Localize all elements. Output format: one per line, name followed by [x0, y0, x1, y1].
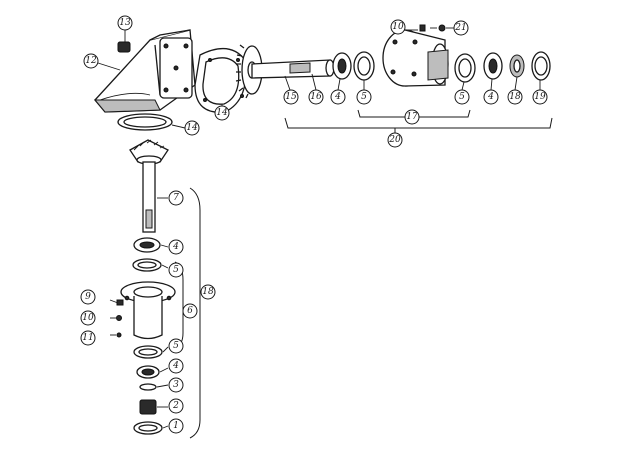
callout-3: 3 [168, 377, 184, 393]
callout-label: 4 [334, 92, 341, 102]
callout-label: 4 [172, 242, 179, 252]
callout-5-h2: 5 [454, 89, 470, 105]
callout-5-h1: 5 [356, 89, 372, 105]
callout-16: 16 [308, 89, 324, 105]
sleeve-2 [139, 399, 157, 415]
callout-15: 15 [283, 89, 299, 105]
bracket-8 [189, 187, 201, 439]
callout-label: 15 [285, 92, 297, 102]
callout-7: 7 [168, 190, 184, 206]
callout-label: 10 [392, 22, 404, 32]
bracket-20 [284, 117, 553, 133]
callout-label: 13 [119, 18, 131, 28]
small-fasteners [109, 299, 124, 338]
callout-10-top: 10 [390, 19, 406, 35]
gearbox-housing [93, 29, 196, 113]
callout-label: 16 [310, 92, 322, 102]
callout-label: 3 [173, 380, 179, 390]
bearing-cone-v1 [133, 237, 161, 253]
callout-19: 19 [532, 89, 548, 105]
seal-1-bottom [133, 421, 163, 435]
bearing-cup-v1 [132, 258, 162, 272]
gasket-lower [117, 113, 173, 131]
callout-label: 5 [361, 92, 367, 102]
callout-label: 20 [388, 135, 401, 145]
callout-label: 18 [202, 287, 214, 297]
callout-17: 17 [404, 109, 420, 125]
callout-label: 5 [173, 341, 179, 351]
callout-label: 5 [173, 265, 179, 275]
callout-label: 17 [406, 112, 418, 122]
callout-label: 14 [186, 123, 198, 133]
callout-label: 18 [509, 92, 521, 102]
bearing-cup-h1 [353, 51, 375, 81]
callout-label: 6 [187, 306, 193, 316]
leader-lines [97, 24, 541, 429]
bearing-cone-h2 [483, 52, 503, 80]
bearing-cone-h1 [332, 52, 352, 80]
callout-13: 13 [117, 15, 133, 31]
callout-5-v2: 5 [168, 338, 184, 354]
callout-9: 9 [80, 289, 96, 305]
seal-19 [531, 51, 551, 81]
callout-4-v2: 4 [168, 358, 184, 374]
callout-label: 5 [459, 92, 465, 102]
callout-1: 1 [168, 418, 184, 434]
callout-4-v1: 4 [168, 239, 184, 255]
callout-12: 12 [83, 53, 99, 69]
callout-label: 21 [454, 23, 466, 33]
bushing-18-h [509, 54, 525, 78]
callout-10-left: 10 [80, 310, 96, 326]
callout-label: 9 [85, 292, 91, 302]
plug-13 [117, 41, 131, 53]
bearing-cup-h2 [454, 53, 476, 83]
callout-label: 1 [173, 421, 179, 431]
callout-label: 4 [172, 361, 179, 371]
gasket-upper [194, 48, 247, 113]
callout-14-lower: 14 [184, 120, 200, 136]
callout-18-v: 18 [200, 284, 216, 300]
callout-label: 19 [534, 92, 546, 102]
callout-label: 2 [172, 401, 179, 411]
callout-14-upper: 14 [214, 105, 230, 121]
horizontal-shaft [251, 59, 335, 79]
callout-label: 14 [216, 108, 228, 118]
callout-label: 4 [487, 92, 494, 102]
bearing-cone-v2 [136, 365, 160, 379]
callout-4-h1: 4 [330, 89, 346, 105]
callout-label: 12 [85, 56, 97, 66]
bearing-cup-v2 [133, 345, 163, 359]
callout-label: 10 [82, 313, 94, 323]
callout-label: 11 [82, 333, 93, 343]
bearing-housing-6 [120, 281, 176, 340]
bevel-gear [129, 139, 169, 165]
callout-5-v1: 5 [168, 262, 184, 278]
hub-17 [382, 29, 449, 87]
callout-18-h: 18 [507, 89, 523, 105]
callout-2: 2 [168, 398, 184, 414]
vertical-pinion-shaft [142, 161, 156, 233]
callout-6: 6 [182, 303, 198, 319]
washer-3 [139, 383, 157, 391]
callout-21: 21 [453, 20, 469, 36]
callout-label: 7 [173, 193, 179, 203]
callout-4-h2: 4 [483, 89, 499, 105]
callout-11: 11 [80, 330, 96, 346]
fittings-top [405, 24, 454, 32]
callout-20: 20 [387, 132, 403, 148]
